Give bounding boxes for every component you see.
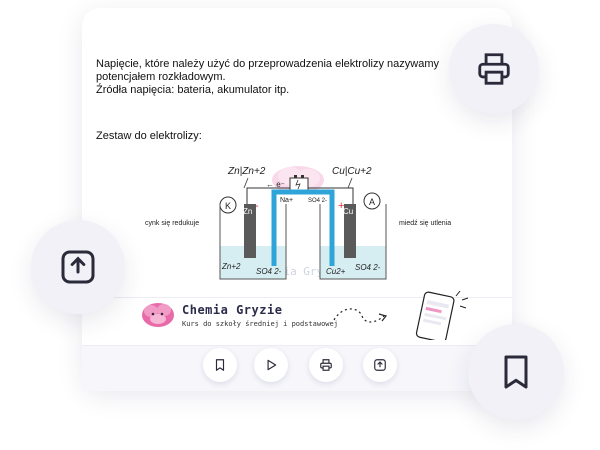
share-button[interactable]: [363, 348, 397, 382]
printer-icon: [478, 53, 510, 85]
floating-share-button[interactable]: [31, 220, 125, 314]
floating-bookmark-button[interactable]: [468, 324, 564, 420]
right-vessel: [319, 204, 387, 280]
zinc-electrode-label: Zn: [243, 207, 252, 216]
document-paragraph: Napięcie, które należy użyć do przeprowa…: [96, 58, 456, 97]
left-side-label: cynk się redukuje: [145, 220, 200, 227]
anode-marker: [363, 192, 381, 210]
right-cation: Cu2+: [326, 267, 346, 276]
section-heading: Zestaw do elektrolizy:: [96, 130, 202, 142]
left-cation: Zn+2: [221, 262, 241, 271]
printer-icon: [320, 359, 332, 371]
electrolysis-diagram: Chemia Gryzie Zn|Zn+2 Cu|Cu+2 ← e⁻ K A -…: [219, 166, 387, 280]
copper-electrode: [344, 204, 356, 258]
dashed-arrow-icon: [333, 308, 388, 323]
play-button[interactable]: [254, 348, 288, 382]
floating-print-button[interactable]: [449, 24, 539, 114]
cathode-letter: K: [225, 201, 231, 211]
anode-letter: A: [369, 197, 375, 207]
bookmark-button[interactable]: [203, 348, 237, 382]
brand-subtitle: Kurs do szkoły średniej i podstawowej: [182, 320, 338, 328]
copper-electrode-label: Cu: [343, 207, 353, 216]
right-side-label: miedź się utlenia: [399, 220, 452, 227]
upload-icon: [61, 250, 95, 284]
bookmark-icon: [215, 359, 225, 371]
left-vessel: [219, 204, 287, 280]
left-anion: SO4 2-: [256, 267, 282, 276]
paragraph-line-3: Źródła napięcia: bateria, akumulator itp…: [96, 84, 290, 96]
action-toolbar: [82, 345, 512, 391]
right-half-cell-label: Cu|Cu+2: [332, 166, 372, 177]
salt-bridge: [271, 189, 335, 266]
play-icon: [267, 359, 277, 371]
brain-logo-icon: [142, 303, 174, 327]
bridge-right-ion: SO4 2-: [308, 198, 327, 204]
brand-title: Chemia Gryzie: [182, 303, 283, 317]
upload-icon: [374, 359, 386, 371]
minus-sign: -: [255, 200, 259, 212]
plus-sign: +: [338, 200, 344, 212]
paragraph-line-2: potencjałem rozkładowym.: [96, 71, 226, 83]
electron-arrow: ← e⁻: [266, 180, 285, 189]
left-half-cell-label: Zn|Zn+2: [227, 166, 266, 177]
print-button[interactable]: [309, 348, 343, 382]
smartphone-icon: [415, 290, 469, 340]
zinc-electrode: [244, 204, 256, 258]
paragraph-line-1: Napięcie, które należy użyć do przeprowa…: [96, 58, 439, 70]
bookmark-icon: [504, 355, 528, 389]
right-anion: SO4 2-: [355, 263, 381, 272]
bridge-left-ion: Na+: [280, 197, 293, 204]
